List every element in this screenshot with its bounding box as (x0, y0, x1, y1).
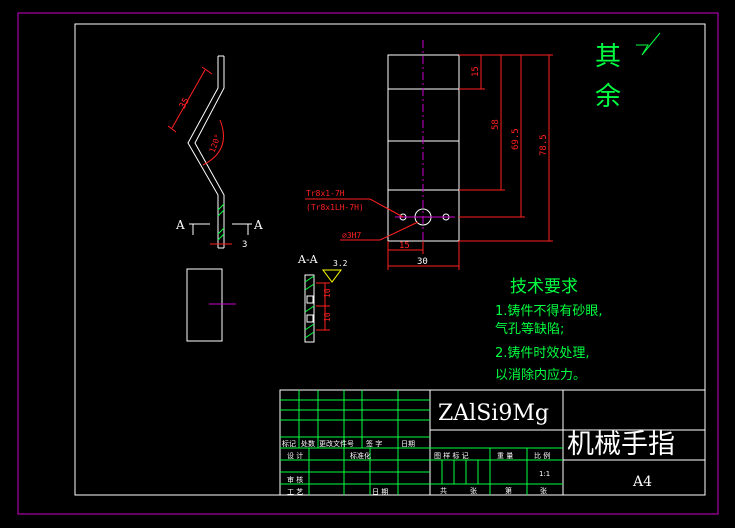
dim-120-arc (202, 119, 224, 166)
hole-leader (340, 221, 419, 241)
dim-69-5-text: 69.5 (511, 128, 521, 150)
scale-label: 比 例 (534, 451, 550, 460)
design-label: 设 计 (287, 451, 303, 460)
section-aa-holes (306, 295, 314, 323)
tech-req-line-3: 2.铸件时效处理, (495, 345, 590, 361)
rev-header-1: 标记 (282, 439, 296, 448)
roughness-value: 3.2 (333, 259, 348, 268)
dim-78-5-text: 78.5 (539, 134, 549, 156)
title-block-labels: 标记 处数 更改文件号 签 字 日期 设 计 标准化 审 核 工 艺 日 期 图… (282, 439, 550, 496)
roughness-symbol (322, 269, 342, 283)
hole-label: ⌀3H7 (342, 231, 361, 240)
dim-35-text: 35 (178, 96, 192, 110)
bottom-view-outline (186, 268, 223, 342)
scale-value: 1:1 (539, 470, 550, 478)
side-view-hatch (217, 203, 225, 241)
surface-finish-char-1: 其 (595, 42, 621, 72)
section-aa-outline (304, 274, 315, 343)
thread-leader (305, 198, 404, 218)
title-block-grid (280, 390, 563, 495)
sheet-size-text: A4 (632, 474, 652, 490)
approve-label: 日 期 (372, 488, 388, 496)
standardize-label: 标准化 (350, 451, 371, 460)
side-view (187, 55, 225, 249)
dim-58-text: 58 (491, 119, 501, 130)
sheet-num-label: 张 (470, 486, 477, 495)
thread-label-1: Tr8x1-7H (306, 189, 345, 198)
section-mark-right: A (253, 218, 263, 232)
weight-label: 重 量 (497, 452, 513, 460)
rev-header-2: 处数 (301, 439, 315, 448)
section-aa-dim-upper: 10 (323, 288, 332, 298)
front-view-dimensions (305, 54, 553, 270)
dim-15-bottom-text: 15 (399, 241, 410, 251)
dim-3-text: 3 (242, 240, 247, 250)
material-text: ZAlSi9Mg (438, 401, 549, 426)
sheet-num-label-2: 张 (540, 486, 547, 495)
rev-header-5: 日期 (401, 440, 415, 448)
sheet-total-label: 共 (440, 486, 447, 495)
section-marks (189, 223, 252, 235)
finger-profile-outer (187, 56, 219, 248)
rev-header-3: 更改文件号 (319, 439, 354, 448)
title-block (279, 389, 706, 496)
tech-req-line-4: 以消除内应力。 (495, 367, 586, 383)
sheet-label-2: 第 (505, 486, 512, 495)
sheet-outer-border (17, 12, 719, 515)
section-aa-hatch (304, 275, 315, 339)
finger-profile-inner (194, 56, 225, 248)
part-name-text: 机械手指 (567, 429, 675, 460)
section-mark-left: A (175, 218, 185, 232)
dim-30-text: 30 (417, 257, 428, 267)
title-block-outline (279, 389, 706, 496)
bottom-view (186, 268, 236, 342)
thread-label-2: (Tr8x1LH-7H) (306, 203, 364, 212)
dim-120-text: 120° (208, 133, 223, 154)
section-aa-body (304, 274, 315, 343)
tech-req-line-1: 1.铸件不得有砂眼, (495, 303, 603, 319)
section-aa-dimensions (316, 282, 330, 331)
surface-finish-symbol (636, 32, 661, 56)
tech-req-line-2: 气孔等缺陷; (495, 321, 564, 337)
stage-label: 图 样 标 记 (434, 451, 469, 460)
dim-15-top-text: 15 (471, 66, 481, 77)
surface-finish-char-2: 余 (595, 82, 621, 112)
section-aa-dim-lower: 10 (323, 312, 332, 322)
review-label: 审 核 (287, 475, 303, 484)
process-label: 工 艺 (287, 488, 303, 496)
section-aa-label: A-A (297, 253, 319, 266)
dim-35-line (171, 69, 206, 129)
tech-req-title: 技术要求 (510, 277, 578, 297)
side-view-dimensions (167, 66, 232, 245)
rev-header-4: 签 字 (366, 439, 382, 448)
